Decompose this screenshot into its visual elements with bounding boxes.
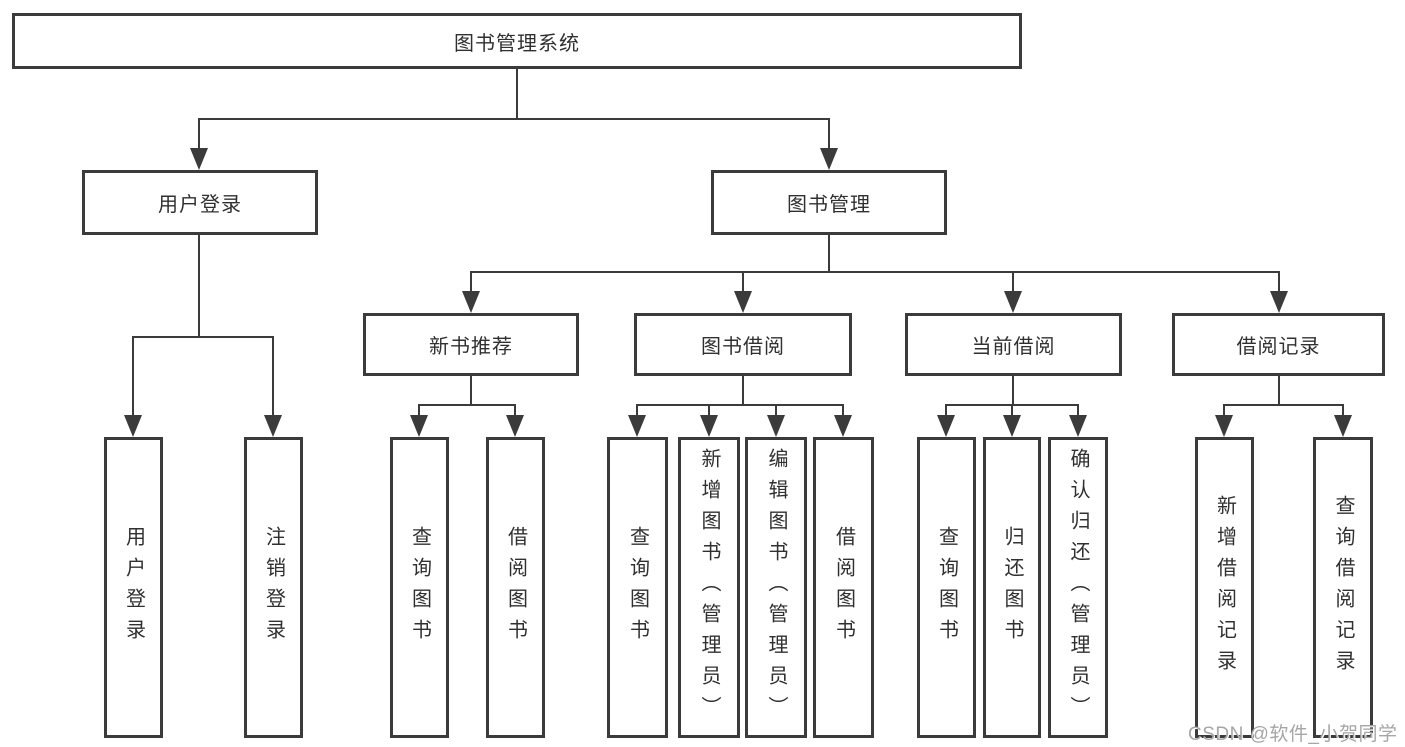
node-borrow-records: 借阅记录 — [1172, 313, 1385, 376]
node-current-borrow-label: 当前借阅 — [971, 336, 1056, 358]
connector-current-borrow-stem — [1012, 376, 1014, 406]
connector-book-borrow-split — [636, 404, 844, 406]
arrow-down-icon — [264, 415, 282, 437]
arrow-down-icon — [1003, 415, 1021, 437]
leaf-add-borrow-record-label: 新增借阅记录 — [1213, 494, 1236, 681]
connector-stub — [418, 404, 420, 416]
connector-root-split — [198, 118, 830, 120]
arrow-down-icon — [1004, 291, 1022, 313]
arrow-down-icon — [410, 415, 428, 437]
arrow-down-icon — [1334, 415, 1352, 437]
node-user-login-label: 用户登录 — [158, 194, 242, 216]
leaf-borrow-books-recommend-label: 借阅图书 — [504, 525, 527, 650]
connector-book-management-split — [470, 271, 1280, 273]
arrow-down-icon — [462, 291, 480, 313]
connector-stub — [842, 404, 844, 416]
leaf-query-books-current: 查询图书 — [917, 437, 976, 738]
connector-stub — [636, 404, 638, 416]
node-system-root-label: 图书管理系统 — [454, 32, 580, 55]
connector-stub-book-borrow — [742, 271, 744, 293]
leaf-confirm-return-admin-label: 确认归还（管理员） — [1067, 448, 1089, 727]
connector-new-book-split — [418, 404, 516, 406]
leaf-query-books-borrow: 查询图书 — [607, 437, 668, 738]
leaf-user-login-label: 用户登录 — [122, 525, 145, 650]
connector-stub-book-management — [828, 118, 830, 148]
connector-stub-user-login — [198, 118, 200, 148]
arrow-down-icon — [700, 415, 718, 437]
arrow-down-icon — [506, 415, 524, 437]
node-current-borrow: 当前借阅 — [905, 313, 1122, 376]
leaf-add-borrow-record: 新增借阅记录 — [1195, 437, 1254, 738]
connector-stub-leaf-user-login — [132, 336, 134, 416]
arrow-down-icon — [734, 291, 752, 313]
connector-borrow-records-stem — [1278, 376, 1280, 406]
connector-new-book-stem — [470, 376, 472, 406]
node-user-login: 用户登录 — [82, 170, 318, 235]
arrow-down-icon — [1069, 415, 1087, 437]
connector-stub — [1342, 404, 1344, 416]
connector-stub — [1011, 404, 1013, 416]
leaf-logout-login-label: 注销登录 — [262, 525, 285, 650]
arrow-down-icon — [1270, 291, 1288, 313]
leaf-query-borrow-record: 查询借阅记录 — [1313, 437, 1373, 738]
leaf-return-books-label: 归还图书 — [1001, 525, 1023, 650]
connector-stub-leaf-logout — [272, 336, 274, 416]
arrow-down-icon — [767, 415, 785, 437]
leaf-borrow-books-label: 借阅图书 — [832, 525, 855, 650]
arrow-down-icon — [820, 148, 838, 170]
node-book-borrow-label: 图书借阅 — [701, 336, 785, 358]
arrow-down-icon — [1215, 415, 1233, 437]
connector-root-stem — [516, 69, 518, 118]
node-new-book-recommend: 新书推荐 — [363, 313, 579, 376]
connector-stub-new-book-recommend — [470, 271, 472, 293]
connector-stub — [514, 404, 516, 416]
leaf-borrow-books: 借阅图书 — [813, 437, 874, 738]
connector-user-login-split — [132, 336, 274, 338]
node-system-root: 图书管理系统 — [12, 13, 1022, 69]
leaf-edit-book-admin-label: 编辑图书（管理员） — [765, 448, 787, 727]
leaf-query-books-recommend-label: 查询图书 — [408, 525, 431, 650]
node-book-management-label: 图书管理 — [787, 194, 871, 216]
leaf-logout-login: 注销登录 — [244, 437, 303, 738]
leaf-user-login: 用户登录 — [104, 437, 163, 738]
leaf-query-books-borrow-label: 查询图书 — [626, 525, 649, 650]
leaf-borrow-books-recommend: 借阅图书 — [486, 437, 545, 738]
leaf-query-books-current-label: 查询图书 — [935, 525, 958, 650]
leaf-query-books-recommend: 查询图书 — [390, 437, 449, 738]
watermark: CSDN @软件_小贺同学 — [1188, 724, 1398, 745]
connector-stub — [945, 404, 947, 416]
arrow-down-icon — [628, 415, 646, 437]
leaf-add-book-admin-label: 新增图书（管理员） — [698, 448, 720, 727]
leaf-edit-book-admin: 编辑图书（管理员） — [745, 437, 807, 738]
arrow-down-icon — [124, 415, 142, 437]
connector-user-login-stem — [198, 235, 200, 336]
arrow-down-icon — [937, 415, 955, 437]
leaf-add-book-admin: 新增图书（管理员） — [678, 437, 740, 738]
connector-stub — [1223, 404, 1225, 416]
connector-stub-borrow-records — [1278, 271, 1280, 293]
connector-stub — [775, 404, 777, 416]
connector-stub — [1077, 404, 1079, 416]
node-borrow-records-label: 借阅记录 — [1236, 336, 1321, 358]
node-book-borrow: 图书借阅 — [634, 313, 852, 376]
arrow-down-icon — [834, 415, 852, 437]
connector-borrow-records-split — [1223, 404, 1344, 406]
leaf-query-borrow-record-label: 查询借阅记录 — [1332, 494, 1354, 681]
node-new-book-recommend-label: 新书推荐 — [429, 336, 513, 358]
arrow-down-icon — [190, 148, 208, 170]
connector-book-borrow-stem — [742, 376, 744, 406]
node-book-management: 图书管理 — [711, 170, 947, 235]
connector-book-management-stem — [828, 235, 830, 271]
connector-stub-current-borrow — [1012, 271, 1014, 293]
connector-stub — [708, 404, 710, 416]
leaf-confirm-return-admin: 确认归还（管理员） — [1048, 437, 1108, 738]
leaf-return-books: 归还图书 — [983, 437, 1041, 738]
